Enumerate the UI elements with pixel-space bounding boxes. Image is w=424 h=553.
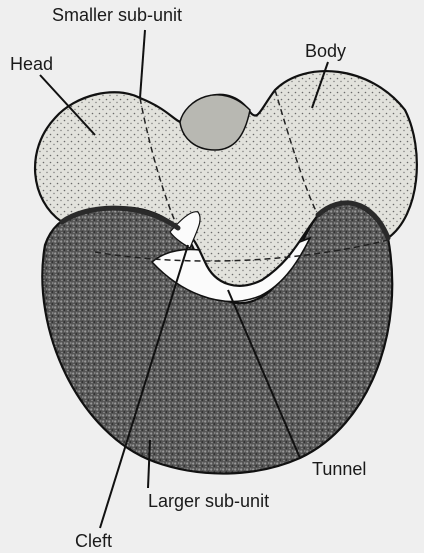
label-cleft: Cleft: [75, 532, 112, 550]
label-larger-subunit: Larger sub-unit: [148, 492, 269, 510]
label-tunnel: Tunnel: [312, 460, 366, 478]
leader-smaller-subunit: [140, 30, 145, 98]
label-head: Head: [10, 55, 53, 73]
label-smaller-subunit: Smaller sub-unit: [52, 6, 182, 24]
label-body: Body: [305, 42, 346, 60]
